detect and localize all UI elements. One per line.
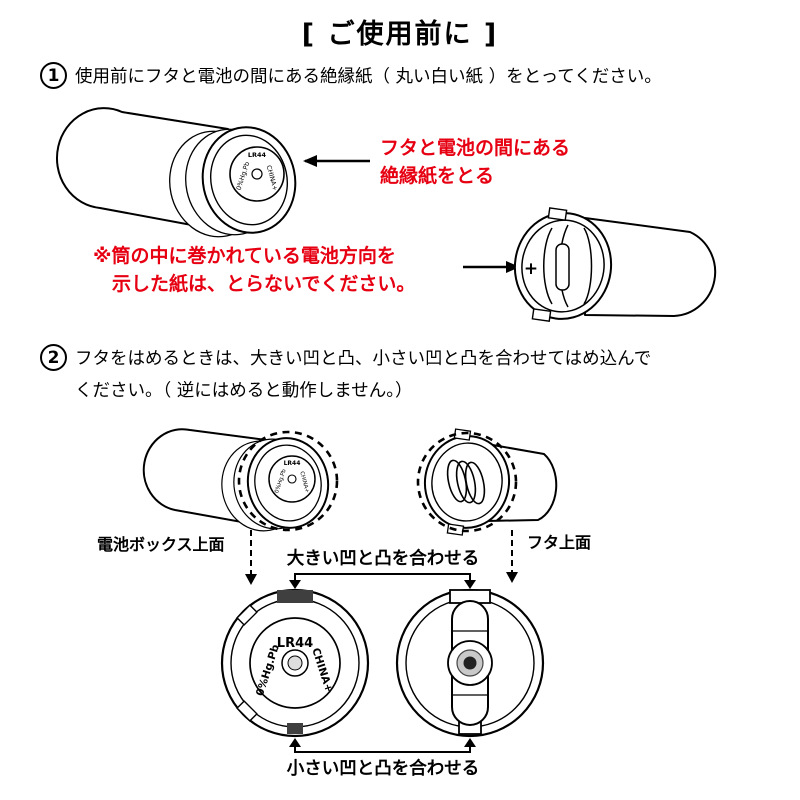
cap-contact-dot [463, 656, 477, 670]
cap-rim-notch-top [547, 207, 568, 221]
cap-illustration [416, 428, 558, 536]
battery-tube-illustration: LR44 0%Hg.Pb CHINA+ [55, 107, 297, 238]
battery-cell-small [268, 455, 316, 503]
polarity-plus-mark: + [524, 259, 538, 279]
cap-tube-body [584, 217, 717, 317]
warning-note-line1: ※筒の中に巻かれている電池方向を [93, 244, 396, 267]
battery-marking-right-tiny: CHINA+ [298, 471, 310, 494]
step1-text: 使用前にフタと電池の間にある絶縁紙（ 丸い白い紙 ）をとってください。 [75, 67, 662, 87]
step1-number-badge: 1 [40, 62, 67, 89]
remove-paper-note-line1: フタと電池の間にある [380, 136, 570, 159]
spring-coil-2 [455, 460, 477, 504]
side-notch-upper [236, 604, 258, 626]
large-tab [277, 590, 313, 603]
cap-tube-illustration: + [513, 207, 717, 322]
battery-center-contact-small [287, 474, 297, 484]
cap-top-view [395, 588, 545, 738]
battery-model-tiny: LR44 [284, 460, 301, 467]
step2-illustration: LR44 0%Hg.Pb CHINA+ 電池ボックス上面 フタ上面 [97, 428, 591, 779]
cap-top-label: フタ上面 [527, 533, 591, 552]
rolled-paper-line-1 [543, 227, 553, 305]
align-small-bracket [289, 738, 476, 753]
spring-coil-3 [464, 461, 486, 505]
tube-face-ring [209, 134, 289, 226]
battery-box-illustration: LR44 0%Hg.Pb CHINA+ [142, 428, 339, 532]
battery-center-contact [251, 168, 263, 180]
step2-row: 2 フタをはめるときは、大きい凹と凸、小さい凹と凸を合わせてはめ込んで ください… [40, 342, 790, 406]
cap-face-ring [521, 219, 605, 313]
page-title: [ ご使用前に ] [301, 19, 499, 50]
battery-cell [229, 146, 285, 202]
step2-text-line1: フタをはめるときは、大きい凹と凸、小さい凹と凸を合わせてはめ込んで [75, 349, 652, 369]
battery-box-top-label: 電池ボックス上面 [97, 535, 225, 554]
cap-rim-notch-bottom [531, 308, 552, 322]
right-dashed-arrow [506, 530, 518, 583]
side-notch-lower [236, 700, 258, 722]
battery-model-label: LR44 [277, 636, 313, 651]
align-large-label: 大きい凹と凸を合わせる [287, 548, 480, 569]
step1-row: 1 使用前にフタと電池の間にある絶縁紙（ 丸い白い紙 ）をとってください。 [40, 60, 790, 92]
cap-face-ring-small [431, 442, 503, 522]
battery-contact-dot [287, 655, 303, 671]
align-small-label: 小さい凹と凸を合わせる [287, 758, 480, 779]
rolled-paper-line-3 [583, 227, 593, 305]
rolled-paper-slot [555, 243, 570, 291]
battery-box-face-ring [254, 444, 322, 522]
small-tab [287, 723, 303, 734]
remove-paper-note-line2: 絶縁紙をとる [380, 164, 494, 187]
step1-illustration: LR44 0%Hg.Pb CHINA+ フタと電池の間にある 絶縁紙をとる ※筒… [55, 107, 717, 322]
battery-box-dashed-highlight [237, 430, 339, 532]
warning-note-line2: 示した紙は、とらないでください。 [112, 272, 415, 295]
step2-number-badge: 2 [40, 344, 67, 371]
battery-box-top-view: LR44 0%Hg.Pb CHINA+ [220, 588, 370, 738]
battery-model-small: LR44 [248, 151, 267, 159]
align-large-bracket [289, 573, 476, 589]
cap-dashed-highlight [416, 431, 518, 533]
left-dashed-arrow [245, 530, 257, 585]
cap-notch-top-small [453, 428, 472, 441]
step2-text-line2: ください。（ 逆にはめると動作しません。） [75, 381, 413, 401]
